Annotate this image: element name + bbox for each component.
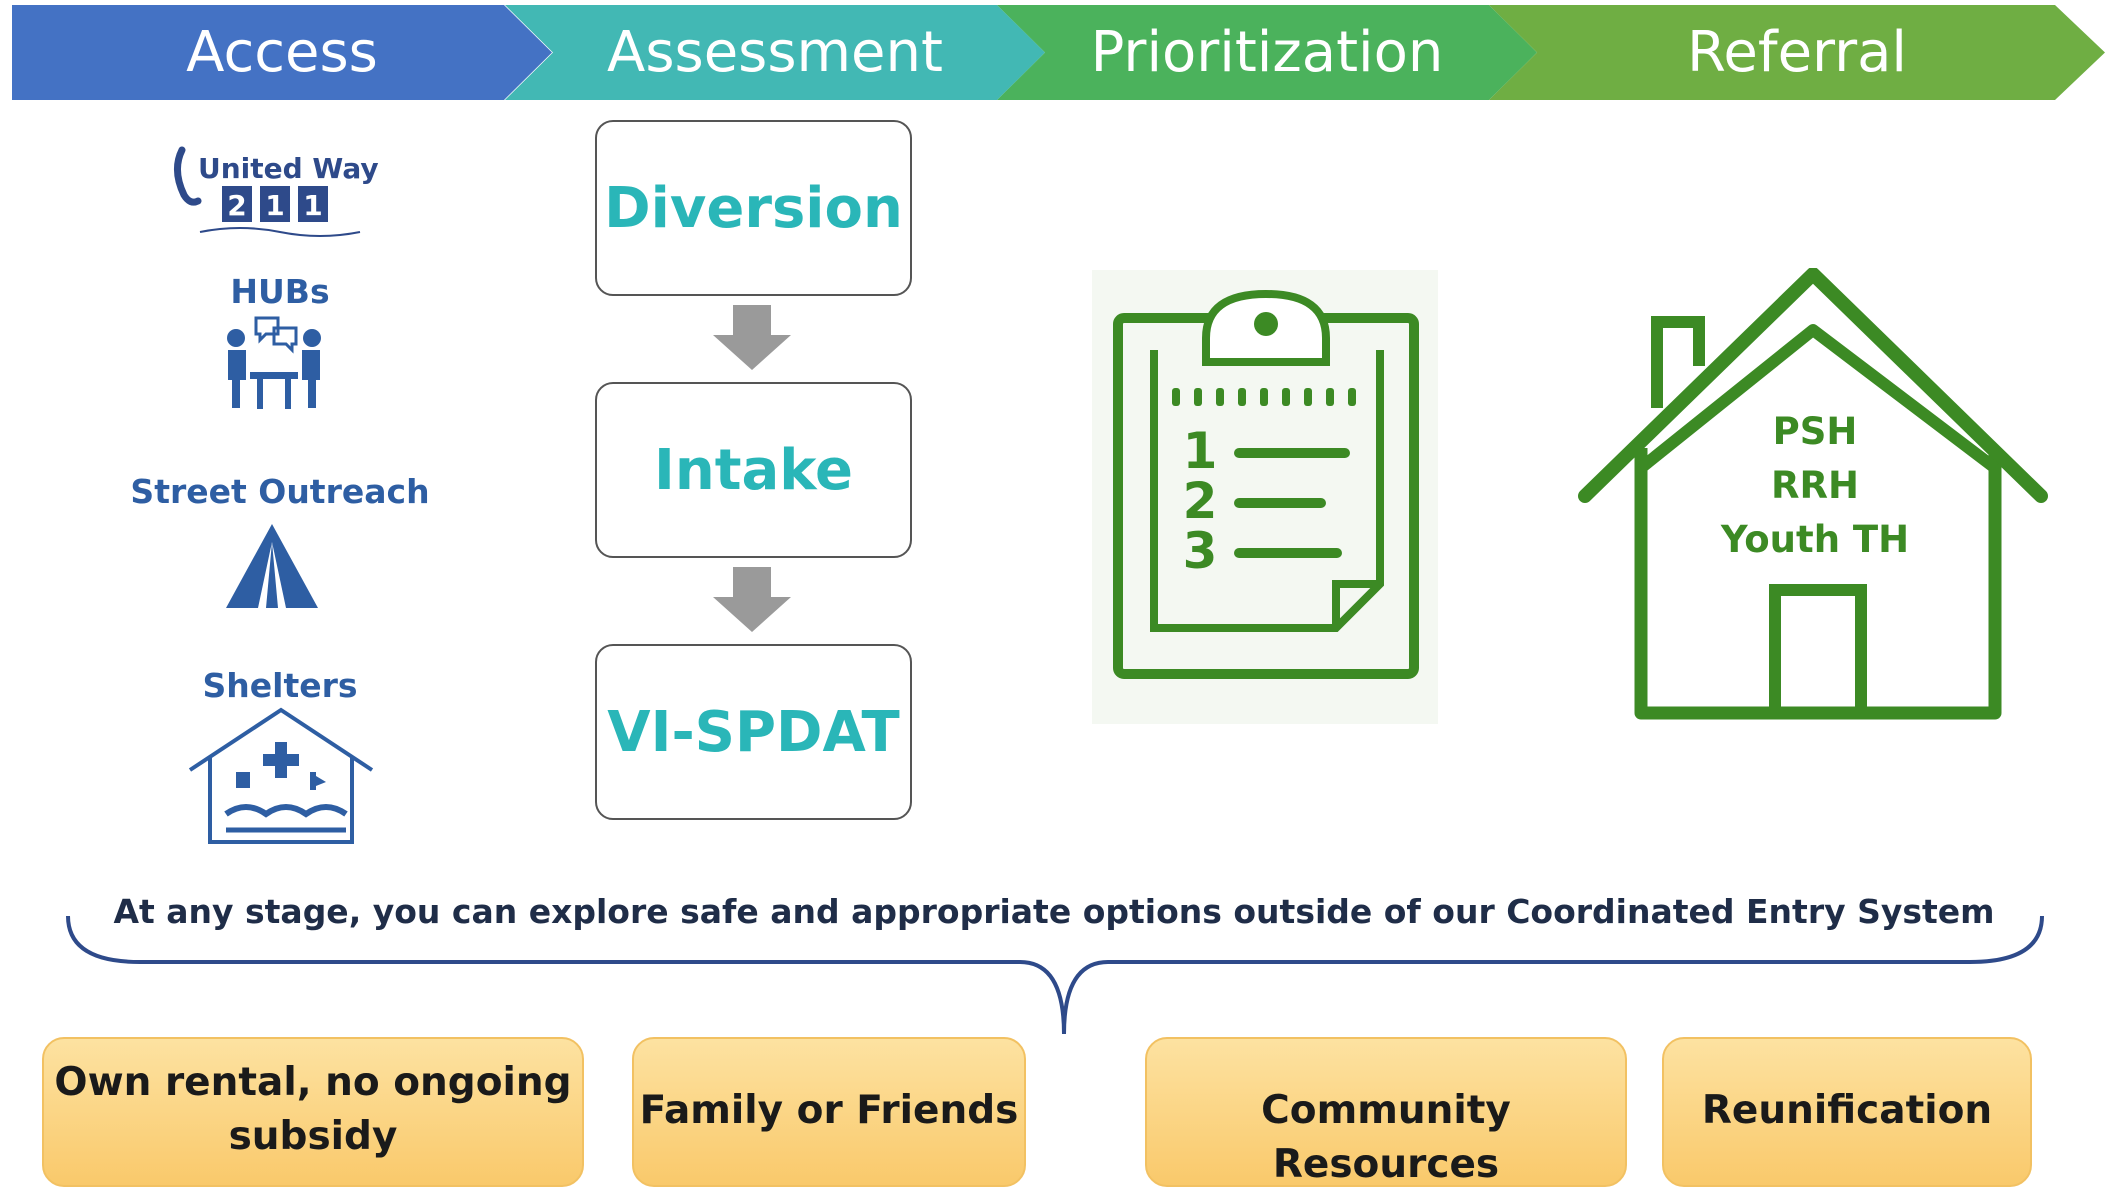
note-text: At any stage, you can explore safe and a…: [113, 892, 1995, 931]
phone-icon: [174, 146, 202, 206]
logo-name: United Way: [198, 152, 379, 185]
stage-referral-chevron: Referral: [1489, 5, 2105, 100]
option-own-rental-line1: Own rental, no ongoing: [54, 1060, 572, 1105]
assessment-step-intake: Intake: [595, 382, 912, 558]
tent-icon: [226, 524, 318, 608]
option-reunification-label: Reunification: [1701, 1088, 1993, 1133]
clipboard-list-icon: 1 2 3: [1113, 289, 1419, 679]
access-shelters-label: Shelters: [202, 666, 358, 705]
stage-assessment-label: Assessment: [607, 20, 943, 85]
list-number-1: 1: [1183, 422, 1218, 480]
arrow-down-icon: [713, 305, 791, 370]
option-own-rental: Own rental, no ongoing subsidy: [42, 1037, 584, 1187]
access-hubs-label: HUBs: [230, 272, 330, 311]
assessment-step-vi-spdat: VI-SPDAT: [595, 644, 912, 820]
assessment-step-diversion: Diversion: [595, 120, 912, 296]
stage-prioritization-label: Prioritization: [1090, 20, 1444, 85]
list-number-3: 3: [1183, 522, 1218, 580]
access-street-outreach-label: Street Outreach: [130, 472, 430, 511]
shelter-house-icon: [188, 707, 374, 844]
stage-access-label: Access: [186, 20, 378, 85]
arrow-down-icon: [713, 567, 791, 632]
stage-prioritization-chevron: Prioritization: [997, 5, 1537, 100]
united-way-211-logo: United Way 2 1 1: [174, 146, 379, 237]
curly-brace: [66, 915, 2044, 1035]
option-family-friends: Family or Friends: [632, 1037, 1026, 1187]
referral-rrh: RRH: [1771, 464, 1859, 507]
option-own-rental-line2: subsidy: [228, 1114, 398, 1159]
referral-psh: PSH: [1772, 410, 1858, 453]
stage-access-chevron: Access: [12, 5, 552, 100]
logo-digit-2: 1: [265, 189, 284, 222]
option-family-friends-label: Family or Friends: [639, 1088, 1019, 1133]
list-number-2: 2: [1183, 472, 1218, 530]
option-reunification: Reunification: [1662, 1037, 2032, 1187]
stage-assessment-chevron: Assessment: [505, 5, 1045, 100]
house-icon: [1578, 268, 2048, 720]
logo-digit-3: 1: [303, 189, 322, 222]
logo-digit-1: 2: [227, 189, 246, 222]
option-community-resources: Community Resources: [1145, 1037, 1627, 1187]
stage-referral-label: Referral: [1687, 20, 1907, 85]
meeting-table-icon: [227, 316, 321, 409]
referral-youth-th: Youth TH: [1720, 518, 1910, 561]
option-community-resources-label: Community Resources: [1261, 1088, 1511, 1187]
